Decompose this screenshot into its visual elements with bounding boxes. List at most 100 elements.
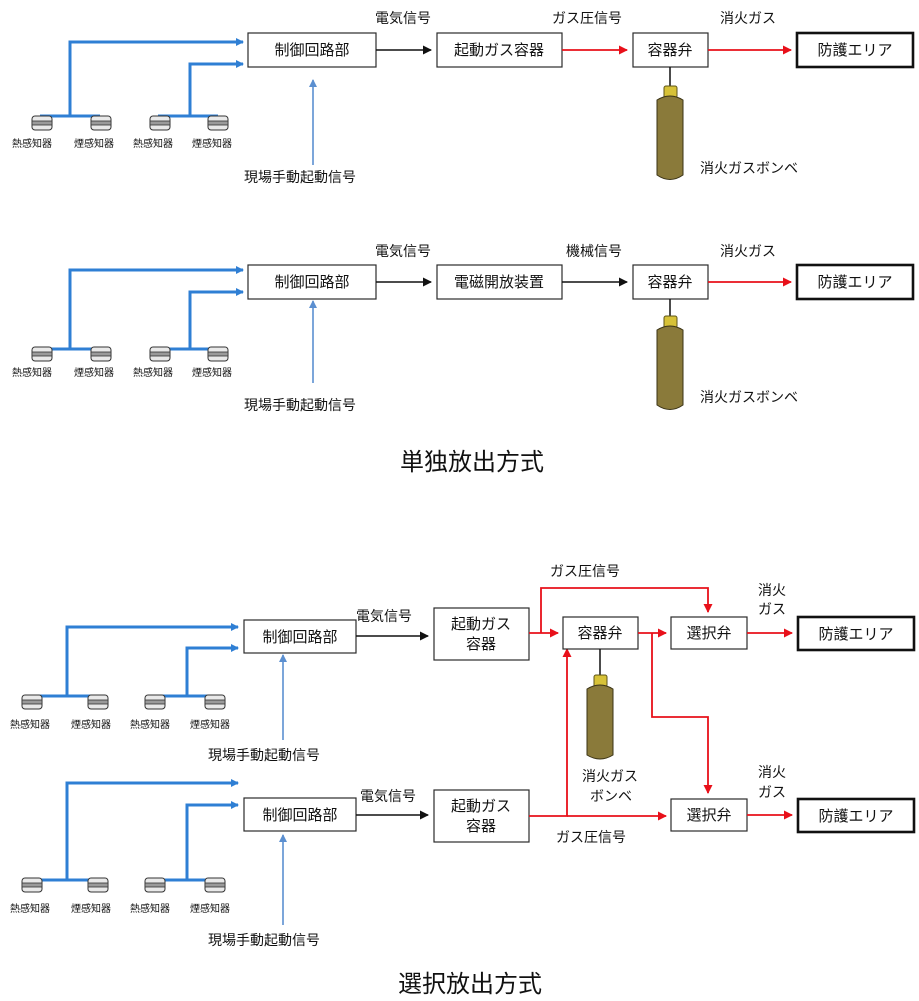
container-valve-label: 容器弁 xyxy=(647,273,692,291)
gas-pressure-arrow xyxy=(529,648,572,817)
detector-heat-label: 熱感知器 xyxy=(12,366,52,379)
gas-cylinder xyxy=(656,315,684,410)
extinguishing-gas-label: 消火ガス xyxy=(720,244,776,260)
detector-smoke-label: 煙感知器 xyxy=(71,718,111,731)
container-valve-label: 容器弁 xyxy=(577,624,622,642)
control-circuit-label: 制御回路部 xyxy=(262,806,337,824)
detector-heat: 熱感知器 xyxy=(12,115,53,150)
gas-cylinder-label: 消火ガスボンベ xyxy=(700,390,798,406)
protected-area-label: 防護エリア xyxy=(817,273,892,291)
caption-single-release: 単独放出方式 xyxy=(400,448,544,476)
detector-smoke-label: 煙感知器 xyxy=(74,366,114,379)
detector-signal-line xyxy=(68,38,244,116)
manual-start-signal-label: 現場手動起動信号 xyxy=(244,170,356,186)
detector-signal-line xyxy=(65,623,239,696)
control-circuit-box-bottom: 制御回路部 xyxy=(243,797,357,832)
caption-selective-release: 選択放出方式 xyxy=(398,970,542,998)
protected-area-box: 防護エリア xyxy=(795,31,915,69)
actuator-label: 起動ガス容器 xyxy=(454,41,544,59)
selector-valve-label: 選択弁 xyxy=(686,806,731,824)
electric-signal-label: 電気信号 xyxy=(356,609,412,625)
detector-smoke: 煙感知器 xyxy=(71,694,111,731)
control-circuit-label: 制御回路部 xyxy=(274,273,349,291)
protected-area-box-top: 防護エリア xyxy=(796,615,916,652)
protected-area-label: 防護エリア xyxy=(818,625,893,643)
detector-heat: 熱感知器 xyxy=(10,694,50,731)
diagram-single-mechanical: 熱感知器 煙感知器 熱感知器 煙感知器 制御回路部 電気信号 電磁開放装置 機 xyxy=(12,244,915,414)
detector-signal-line xyxy=(185,801,239,880)
control-circuit-label: 制御回路部 xyxy=(274,41,349,59)
protected-area-label: 防護エリア xyxy=(818,807,893,825)
detector-smoke-label: 煙感知器 xyxy=(192,137,232,150)
gas-pressure-label: ガス圧信号 xyxy=(552,11,622,27)
selector-valve-box-top: 選択弁 xyxy=(670,616,748,650)
detector-heat: 熱感知器 xyxy=(10,877,50,915)
electric-signal-label: 電気信号 xyxy=(360,789,416,805)
solenoid-release-label: 電磁開放装置 xyxy=(454,273,544,291)
mechanical-signal-label: 機械信号 xyxy=(566,244,622,260)
extinguishing-gas-label: ガス xyxy=(758,785,786,801)
detector-smoke: 煙感知器 xyxy=(190,694,230,731)
detector-smoke: 煙感知器 xyxy=(192,346,232,379)
detector-smoke: 煙感知器 xyxy=(74,115,114,150)
detector-heat-label: 熱感知器 xyxy=(12,137,52,150)
detector-heat-label: 熱感知器 xyxy=(10,902,50,915)
control-circuit-box-top: 制御回路部 xyxy=(243,619,357,654)
actuator-label: 起動ガス xyxy=(451,615,511,633)
control-circuit-box: 制御回路部 xyxy=(247,32,377,68)
gas-pressure-label: ガス圧信号 xyxy=(556,830,626,846)
detector-signal-line xyxy=(68,266,244,349)
extinguishing-gas-label: 消火 xyxy=(758,583,786,599)
gas-cylinder-label: ボンベ xyxy=(590,789,632,805)
diagram-selective-release: 熱感知器 煙感知器 熱感知器 煙感知器 熱感知器 xyxy=(10,564,916,949)
detector-heat-label: 熱感知器 xyxy=(130,718,170,731)
gas-cylinder xyxy=(656,85,684,180)
extinguishing-gas-label: 消火 xyxy=(758,765,786,781)
gas-cylinder-label: 消火ガス xyxy=(582,769,638,785)
detector-smoke: 煙感知器 xyxy=(74,346,114,379)
actuator-box-bottom: 起動ガス 容器 xyxy=(433,789,530,843)
detector-smoke-label: 煙感知器 xyxy=(74,137,114,150)
actuator-label: 容器 xyxy=(466,635,496,653)
container-valve-label: 容器弁 xyxy=(647,41,692,59)
protected-area-label: 防護エリア xyxy=(817,41,892,59)
detector-heat-label: 熱感知器 xyxy=(130,902,170,915)
detector-smoke-label: 煙感知器 xyxy=(192,366,232,379)
gas-pressure-arrow xyxy=(540,587,713,633)
manual-start-signal-label: 現場手動起動信号 xyxy=(208,933,320,949)
detector-smoke-label: 煙感知器 xyxy=(190,718,230,731)
gas-cylinder xyxy=(586,674,614,760)
selector-valve-box-bottom: 選択弁 xyxy=(670,798,748,832)
actuator-label: 起動ガス xyxy=(451,797,511,815)
actuator-label: 容器 xyxy=(466,817,496,835)
protected-area-box: 防護エリア xyxy=(795,263,915,301)
manual-start-signal-label: 現場手動起動信号 xyxy=(244,398,356,414)
extinguishing-gas-arrow xyxy=(651,633,713,794)
diagram-single-gas-pressure: 熱感知器 煙感知器 熱感知器 煙感知器 制御回路部 電気信号 起動ガス容器 xyxy=(12,11,915,186)
control-circuit-box: 制御回路部 xyxy=(247,264,377,300)
extinguishing-gas-label: ガス xyxy=(758,602,786,618)
detector-smoke-label: 煙感知器 xyxy=(190,902,230,915)
gas-pressure-label: ガス圧信号 xyxy=(550,564,620,580)
detector-heat: 熱感知器 xyxy=(133,346,173,379)
detector-smoke-label: 煙感知器 xyxy=(71,902,111,915)
detector-smoke: 煙感知器 xyxy=(192,115,232,150)
solenoid-release-box: 電磁開放装置 xyxy=(436,264,563,300)
container-valve-box: 容器弁 xyxy=(562,616,639,650)
actuator-box: 起動ガス容器 xyxy=(436,32,563,68)
detector-signal-line xyxy=(188,60,244,116)
control-circuit-label: 制御回路部 xyxy=(262,628,337,646)
container-valve-box: 容器弁 xyxy=(632,32,709,68)
detector-heat: 熱感知器 xyxy=(133,115,173,150)
container-valve-box: 容器弁 xyxy=(632,264,709,300)
electric-signal-label: 電気信号 xyxy=(375,11,431,27)
protected-area-box-bottom: 防護エリア xyxy=(796,797,916,834)
manual-start-signal-label: 現場手動起動信号 xyxy=(208,748,320,764)
selector-valve-label: 選択弁 xyxy=(686,624,731,642)
detector-signal-line xyxy=(188,288,244,349)
detector-heat: 熱感知器 xyxy=(130,877,170,915)
extinguishing-gas-label: 消火ガス xyxy=(720,11,776,27)
detector-heat-label: 熱感知器 xyxy=(133,366,173,379)
